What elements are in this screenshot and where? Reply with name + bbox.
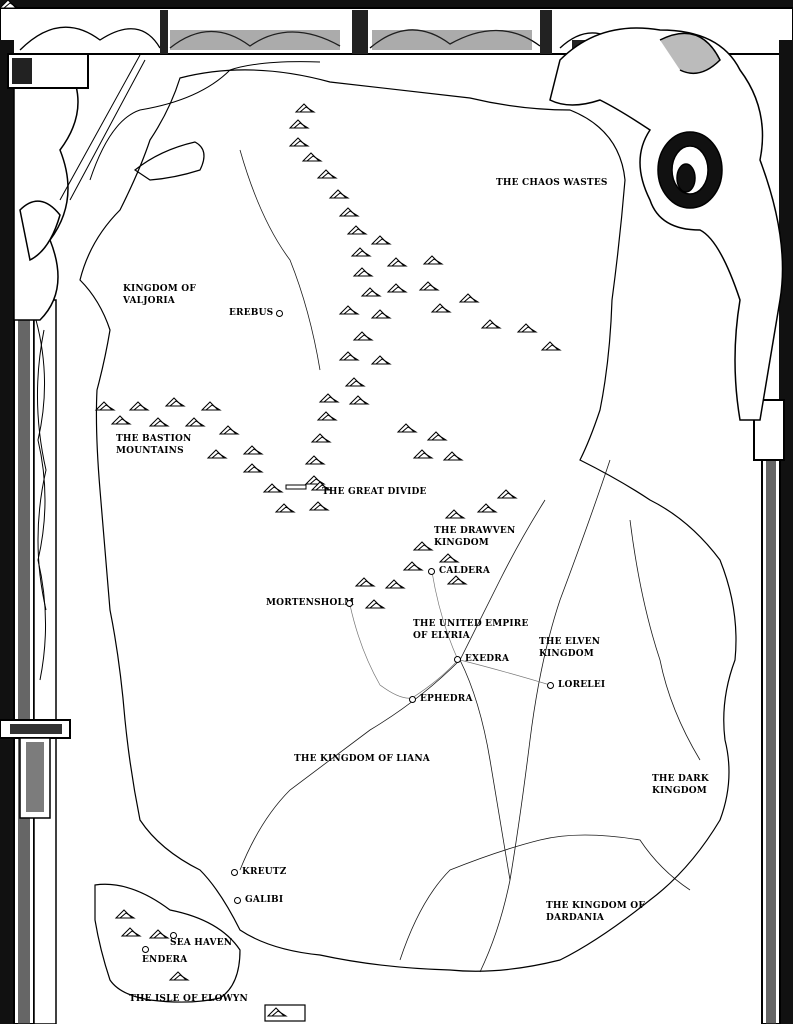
continent-outline xyxy=(79,69,737,1022)
city-sea-haven-label: SEA HAVEN xyxy=(170,938,233,948)
city-marker-icon xyxy=(170,932,177,939)
bridge-icon xyxy=(285,484,307,490)
region-chaos-wastes: THE CHAOS WASTES xyxy=(496,178,608,188)
region-drawven-kingdom: THE DRAWVEN KINGDOM xyxy=(434,525,515,549)
city-kreutz-label: KREUTZ xyxy=(242,867,287,877)
region-elven-line-2: KINGDOM xyxy=(539,649,594,659)
region-great-divide: THE GREAT DIVIDE xyxy=(322,487,427,497)
city-endera-label: ENDERA xyxy=(142,955,188,965)
region-united-empire-line-2: OF ELYRIA xyxy=(413,631,470,641)
region-dark-line-2: KINGDOM xyxy=(652,786,707,796)
region-bastion-line-1: THE BASTION xyxy=(116,434,192,444)
borders xyxy=(239,149,701,973)
city-lorelei-label: LORELEI xyxy=(558,680,606,690)
region-kingdom-liana: THE KINGDOM OF LIANA xyxy=(294,754,430,764)
region-dark-line-1: THE DARK xyxy=(652,774,709,784)
region-dardania-line-2: DARDANIA xyxy=(546,913,605,923)
roads xyxy=(349,571,551,699)
region-bastion-mountains: THE BASTION MOUNTAINS xyxy=(116,433,191,457)
region-dark-kingdom: THE DARK KINGDOM xyxy=(652,773,709,797)
region-elven-line-1: THE ELVEN xyxy=(539,637,601,647)
city-marker-icon xyxy=(231,869,238,876)
region-bastion-line-2: MOUNTAINS xyxy=(116,446,184,456)
city-marker-icon xyxy=(276,310,283,317)
region-dardania-line-1: THE KINGDOM OF xyxy=(546,901,645,911)
mountain-ranges xyxy=(0,0,561,1017)
region-valjoria-line-2: VALJORIA xyxy=(123,296,175,306)
city-marker-icon xyxy=(428,568,435,575)
city-marker-icon xyxy=(409,696,416,703)
city-mortensholm-label: MORTENSHOLM xyxy=(266,598,355,608)
city-caldera-label: CALDERA xyxy=(439,566,491,576)
city-marker-icon xyxy=(454,656,461,663)
region-elven-kingdom: THE ELVEN KINGDOM xyxy=(539,636,600,660)
region-valjoria: KINGDOM OF VALJORIA xyxy=(123,283,196,307)
region-dardania: THE KINGDOM OF DARDANIA xyxy=(546,900,645,924)
region-drawven-line-1: THE DRAWVEN xyxy=(434,526,516,536)
city-erebus-label: EREBUS xyxy=(229,308,274,318)
region-united-empire: THE UNITED EMPIRE OF ELYRIA xyxy=(413,618,529,642)
city-marker-icon xyxy=(142,946,149,953)
city-ephedra-label: EPHEDRA xyxy=(420,694,473,704)
region-united-empire-line-1: THE UNITED EMPIRE xyxy=(413,619,529,629)
city-galibi-label: GALIBI xyxy=(245,895,284,905)
region-drawven-line-2: KINGDOM xyxy=(434,538,489,548)
region-valjoria-line-1: KINGDOM OF xyxy=(123,284,196,294)
city-marker-icon xyxy=(346,600,353,607)
city-exedra-label: EXEDRA xyxy=(465,654,510,664)
city-marker-icon xyxy=(547,682,554,689)
city-marker-icon xyxy=(234,897,241,904)
region-isle-elowyn: THE ISLE OF ELOWYN xyxy=(129,994,248,1004)
